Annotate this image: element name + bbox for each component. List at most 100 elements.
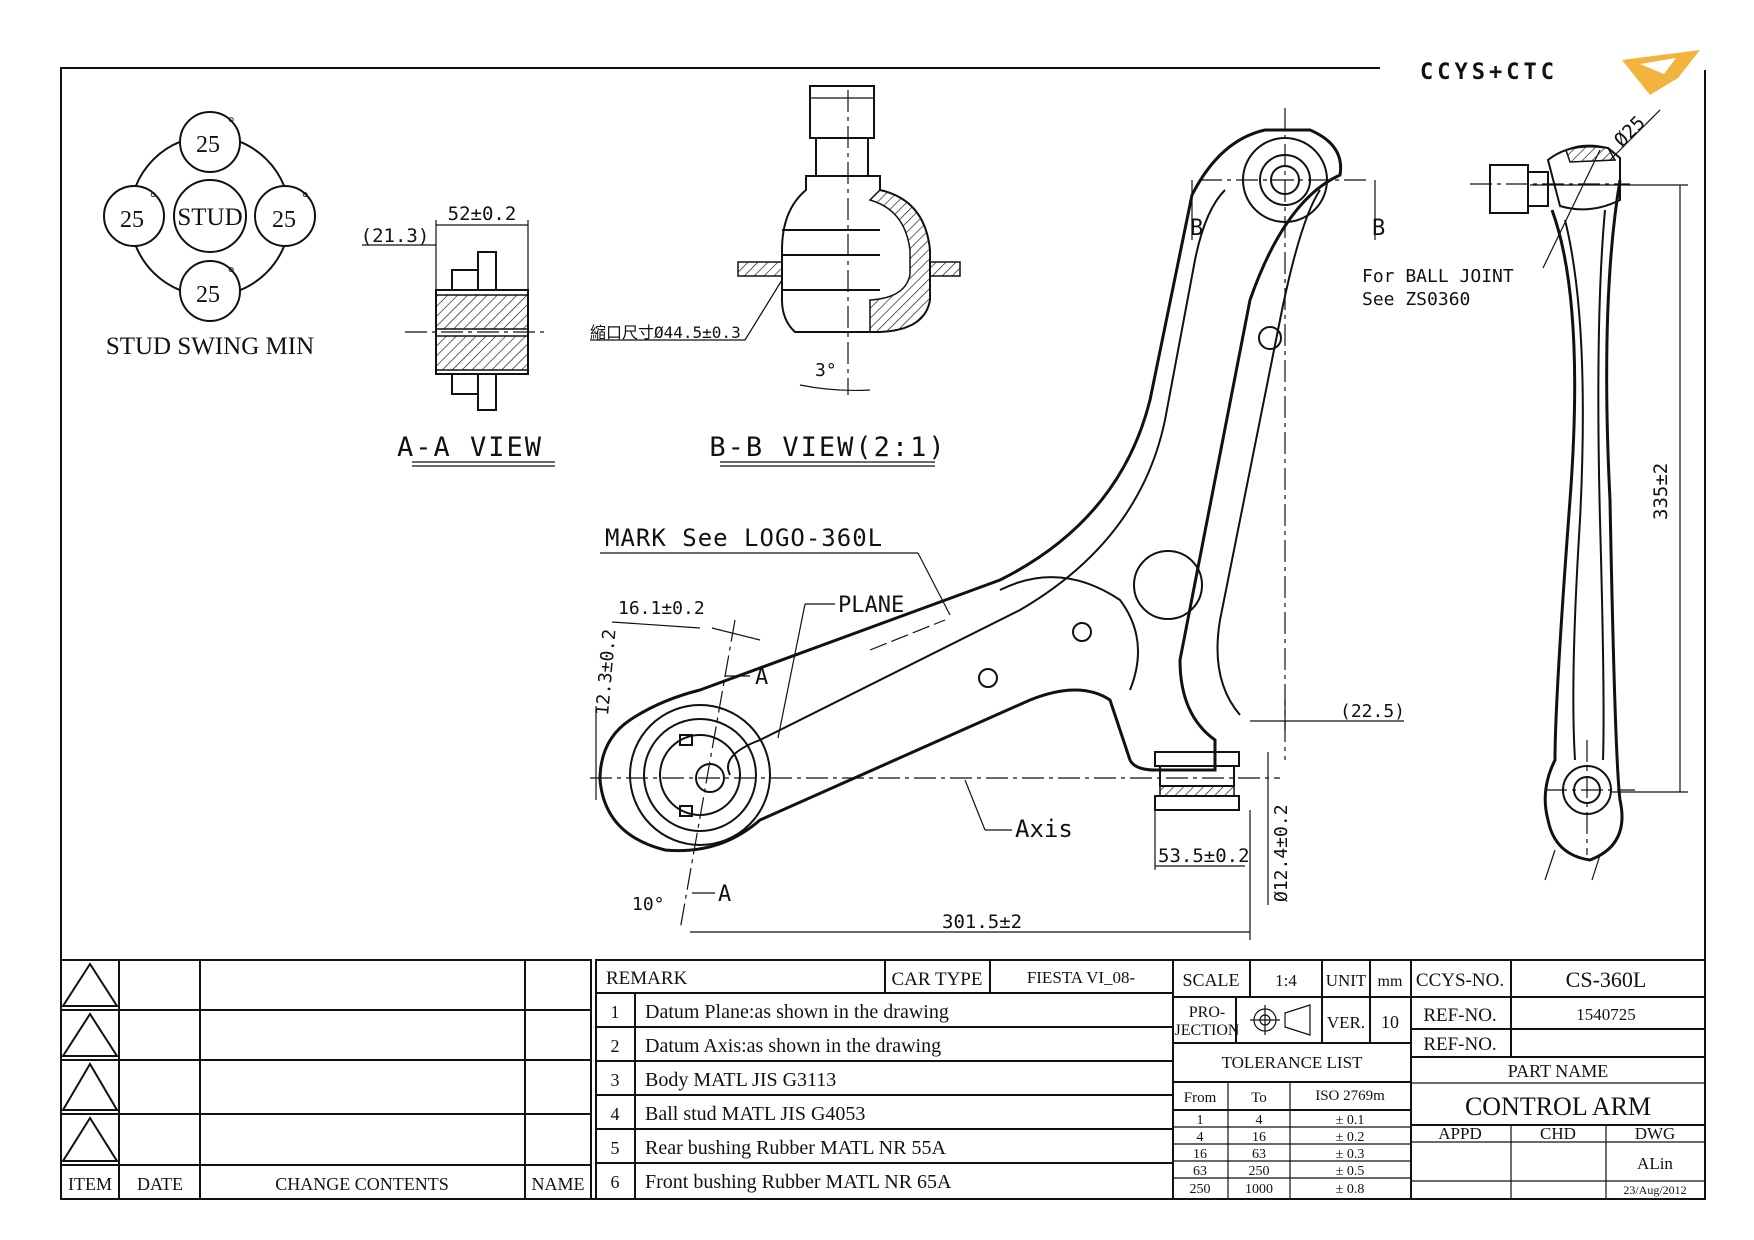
remark-no-2: 2: [611, 1036, 620, 1056]
control-arm-side-view: 335±2 Ø25: [1470, 109, 1688, 881]
ref-no-value: 1540725: [1576, 1005, 1636, 1024]
degree-top: °: [228, 115, 234, 132]
degree-right: °: [302, 190, 308, 207]
remark-text-2: Datum Axis:as shown in the drawing: [645, 1035, 941, 1057]
dim-53-5: 53.5±0.2: [1158, 845, 1250, 867]
rev-header-name: NAME: [532, 1174, 585, 1194]
ball-joint-note-1: For BALL JOINT: [1362, 266, 1514, 287]
remark-no-6: 6: [611, 1172, 620, 1192]
dim-12-4: Ø12.4±0.2: [1271, 804, 1292, 902]
axis-label: Axis: [1015, 815, 1073, 843]
dim-16-1: 16.1±0.2: [618, 598, 705, 619]
car-type-value: FIESTA VI_08-: [1027, 968, 1136, 987]
dim-335: 335±2: [1650, 463, 1672, 520]
bb-view-caption: B-B VIEW(2:1): [709, 432, 946, 463]
ball-joint-note-2: See ZS0360: [1362, 289, 1470, 310]
remark-text-3: Body MATL JIS G3113: [645, 1069, 836, 1091]
scale-label: SCALE: [1182, 970, 1239, 990]
plane-label: PLANE: [838, 593, 904, 618]
dwg-label: DWG: [1635, 1124, 1676, 1143]
scale-value: 1:4: [1275, 971, 1297, 990]
tol-r4-from: 63: [1193, 1164, 1207, 1179]
rev-header-change: CHANGE CONTENTS: [275, 1174, 449, 1194]
rev-header-date: DATE: [137, 1174, 183, 1194]
unit-value: mm: [1378, 973, 1403, 990]
remark-no-1: 1: [611, 1002, 620, 1022]
tol-r2-to: 16: [1252, 1130, 1266, 1145]
tol-header-to: To: [1251, 1090, 1267, 1106]
part-name-value: CONTROL ARM: [1465, 1092, 1651, 1121]
swing-angle-top: 25: [196, 132, 220, 158]
dim-25-dia: Ø25: [1610, 112, 1650, 152]
stud-label: STUD: [177, 204, 242, 231]
ref-no-label-2: REF-NO.: [1423, 1034, 1496, 1055]
drawn-by: ALin: [1637, 1154, 1673, 1173]
remark-no-4: 4: [611, 1104, 620, 1124]
dim-3-degree: 3°: [815, 360, 837, 381]
remark-block: REMARK CAR TYPE FIESTA VI_08- 1 Datum Pl…: [595, 959, 1174, 1200]
stud-swing-caption: STUD SWING MIN: [106, 333, 314, 360]
remark-text-6: Front bushing Rubber MATL NR 65A: [645, 1171, 952, 1193]
degree-left: °: [150, 190, 156, 207]
car-type-label: CAR TYPE: [892, 969, 983, 990]
unit-label: UNIT: [1326, 971, 1367, 990]
remark-text-1: Datum Plane:as shown in the drawing: [645, 1001, 949, 1023]
title-block: CCYS-NO. CS-360L REF-NO. 1540725 REF-NO.…: [1410, 959, 1706, 1200]
projection-label-2: JECTION: [1175, 1022, 1240, 1039]
mark-note: MARK See LOGO-360L: [605, 524, 883, 552]
tol-r1-to: 4: [1256, 1113, 1263, 1128]
degree-bottom: °: [228, 265, 234, 282]
part-name-label: PART NAME: [1508, 1061, 1608, 1081]
scale-tolerance-block: SCALE 1:4 UNIT mm PRO- JECTION VER. 10 T…: [1172, 959, 1412, 1200]
swing-angle-bottom: 25: [196, 282, 220, 308]
tol-r5-val: ± 0.8: [1336, 1182, 1365, 1197]
tol-r2-from: 4: [1197, 1130, 1204, 1145]
aa-view-caption: A-A VIEW: [397, 432, 543, 463]
ccys-no-value: CS-360L: [1566, 967, 1647, 992]
tol-r2-val: ± 0.2: [1336, 1130, 1365, 1145]
section-aa-view: 52±0.2 (21.3) A-A VIEW: [361, 203, 555, 467]
tol-r4-to: 250: [1249, 1164, 1270, 1179]
tol-r5-to: 1000: [1245, 1182, 1273, 1197]
logo-text: CCYS+CTC: [1420, 60, 1558, 85]
dim-10-degree: 10°: [632, 894, 665, 915]
control-arm-main-view: A A B B For BALL JOINT See ZS0360 MARK S…: [590, 108, 1514, 940]
drawing-date: 23/Aug/2012: [1623, 1183, 1686, 1197]
tol-r4-val: ± 0.5: [1336, 1164, 1365, 1179]
remark-header: REMARK: [606, 968, 688, 989]
company-logo: CCYS+CTC: [1420, 50, 1700, 95]
section-a-bottom: A: [718, 882, 731, 907]
chd-label: CHD: [1540, 1124, 1576, 1143]
revision-block: ITEM DATE CHANGE CONTENTS NAME: [60, 959, 592, 1200]
remark-no-3: 3: [611, 1070, 620, 1090]
swing-angle-right: 25: [272, 207, 296, 233]
tol-r1-val: ± 0.1: [1336, 1113, 1365, 1128]
stud-swing-view: STUD 25 ° 25 ° 25 ° 25 ° STUD SWING MIN: [103, 111, 316, 360]
section-b-right: B: [1372, 216, 1385, 241]
tol-r3-to: 63: [1252, 1147, 1266, 1162]
tol-r3-from: 16: [1193, 1147, 1207, 1162]
swing-angle-left: 25: [120, 207, 144, 233]
ver-label: VER.: [1327, 1013, 1365, 1032]
dim-12-3: 12.3±0.2: [592, 628, 620, 716]
rev-header-item: ITEM: [68, 1174, 112, 1194]
section-bb-view: 縮口尺寸Ø44.5±0.3 3° B-B VIEW(2:1): [590, 85, 961, 467]
tol-r5-from: 250: [1190, 1182, 1211, 1197]
tol-header-iso: ISO 2769m: [1315, 1088, 1385, 1104]
tol-r1-from: 1: [1197, 1113, 1204, 1128]
ver-value: 10: [1381, 1012, 1399, 1032]
section-b-left: B: [1190, 216, 1203, 241]
tolerance-title: TOLERANCE LIST: [1222, 1053, 1363, 1072]
appd-label: APPD: [1438, 1124, 1481, 1143]
dim-21-3: (21.3): [361, 225, 430, 247]
section-a-top: A: [755, 665, 768, 690]
dim-neck-44-5: 縮口尺寸Ø44.5±0.3: [590, 323, 741, 342]
dim-301-5: 301.5±2: [942, 911, 1022, 933]
third-angle-projection-icon: [1250, 1004, 1311, 1036]
projection-label-1: PRO-: [1189, 1004, 1225, 1021]
tol-header-from: From: [1184, 1090, 1217, 1106]
ref-no-label: REF-NO.: [1423, 1005, 1496, 1026]
dim-22-5: (22.5): [1340, 701, 1405, 722]
remark-no-5: 5: [611, 1138, 620, 1158]
